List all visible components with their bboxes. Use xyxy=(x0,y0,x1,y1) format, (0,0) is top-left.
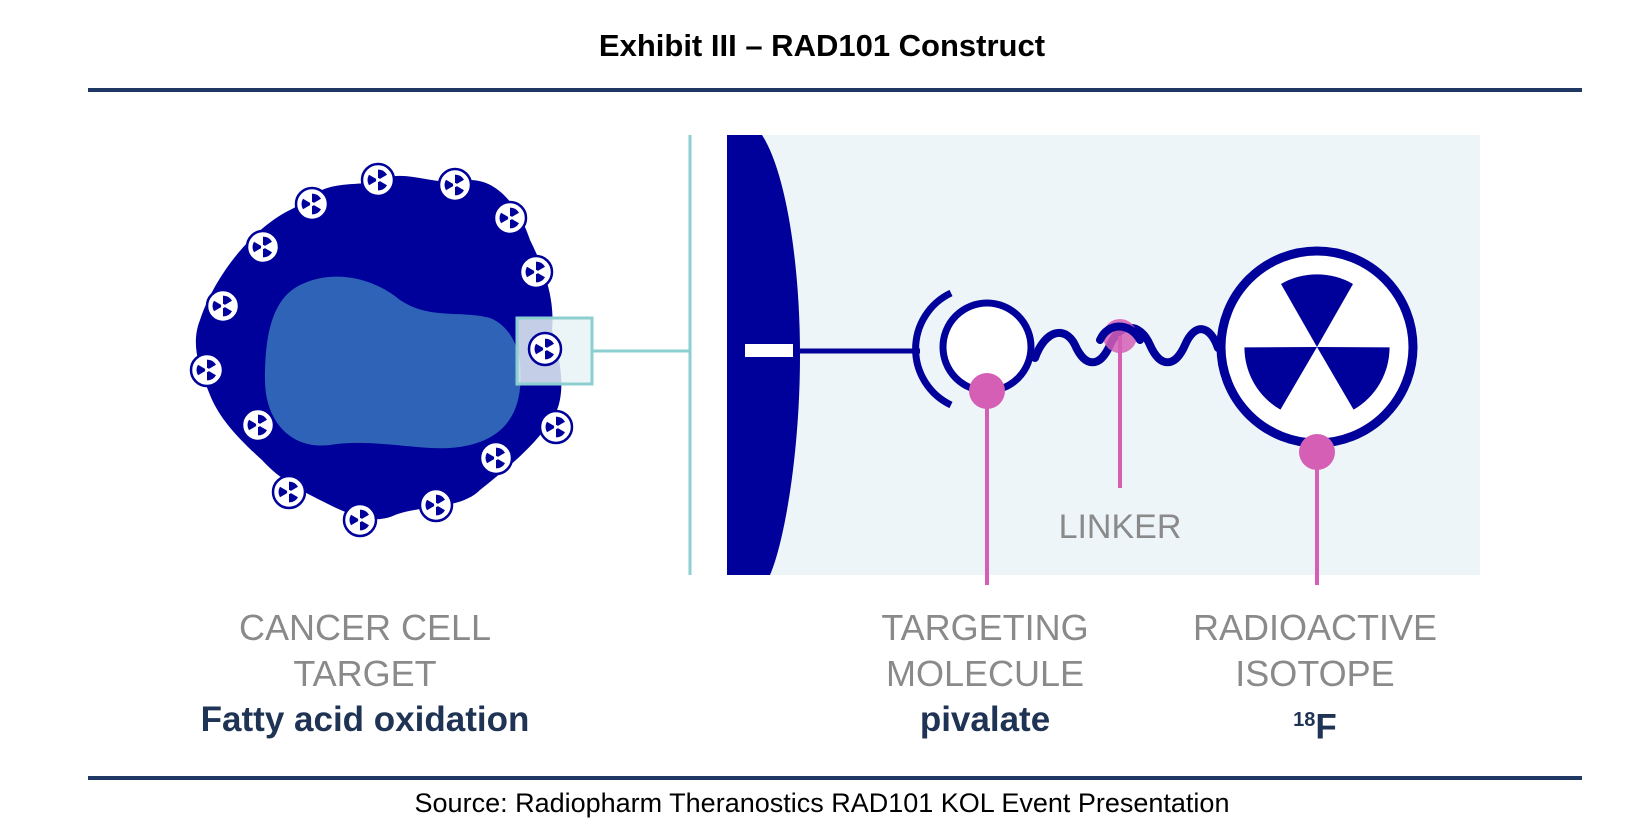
radiation-icon xyxy=(245,229,281,265)
isotope-detail: 18F xyxy=(1170,697,1460,751)
cancer-cell-label: CANCER CELL TARGET Fatty acid oxidation xyxy=(180,605,550,743)
cancer-cell-label-line1: CANCER CELL xyxy=(238,607,492,648)
source-caption: Source: Radiopharm Theranostics RAD101 K… xyxy=(414,788,1230,818)
radiation-icon xyxy=(360,162,396,198)
isotope-label-line2: ISOTOPE xyxy=(1235,653,1395,694)
isotope-label-line1: RADIOACTIVE xyxy=(1192,607,1438,648)
radiation-icon xyxy=(538,409,574,445)
receptor-notch xyxy=(745,344,793,357)
cell-nucleus xyxy=(265,276,521,449)
targeting-label-line2: MOLECULE xyxy=(885,653,1085,694)
isotope-pointer-dot xyxy=(1299,434,1335,470)
linker-chain-overlay xyxy=(1096,322,1144,344)
targeting-detail: pivalate xyxy=(919,700,1051,739)
radiation-icon xyxy=(240,407,276,443)
targeting-label-line1: TARGETING xyxy=(881,607,1089,648)
radiation-icon xyxy=(478,440,514,476)
cancer-cell xyxy=(195,175,562,520)
targeting-molecule-label: TARGETING MOLECULE pivalate xyxy=(840,605,1130,743)
radiation-icon xyxy=(518,254,554,290)
radiation-icon xyxy=(492,200,528,236)
targeting-pointer-dot xyxy=(969,373,1005,409)
radiation-icon xyxy=(527,331,563,367)
radiation-icon xyxy=(342,502,378,538)
isotope-mass-number: 18 xyxy=(1293,709,1316,731)
radiation-icon xyxy=(1244,274,1390,410)
cancer-cell-label-line2: TARGET xyxy=(293,653,437,694)
isotope-label: RADIOACTIVE ISOTOPE 18F xyxy=(1170,605,1460,751)
linker-label: LINKER xyxy=(1058,508,1182,546)
radiation-icon xyxy=(189,352,225,388)
exhibit-title: Exhibit III – RAD101 Construct xyxy=(598,28,1046,63)
radiation-icon xyxy=(437,167,473,203)
radiation-icon xyxy=(294,186,330,222)
cancer-cell-detail: Fatty acid oxidation xyxy=(200,700,530,739)
bottom-divider xyxy=(88,776,1582,780)
radiation-icon xyxy=(205,288,241,324)
radiation-icon xyxy=(271,474,307,510)
isotope-element: F xyxy=(1315,707,1337,747)
top-divider xyxy=(88,88,1582,92)
radioactive-isotope xyxy=(1216,246,1418,448)
radiation-icon xyxy=(418,487,454,523)
